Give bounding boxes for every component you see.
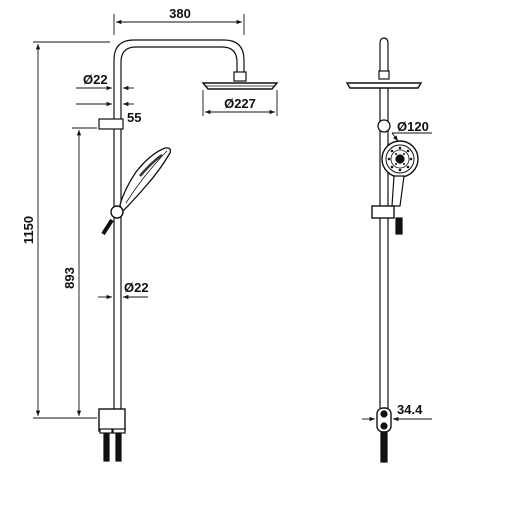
dim-pipe-diameter-low: Ø22 bbox=[124, 280, 149, 295]
front-view bbox=[98, 39, 279, 462]
head-connector bbox=[233, 71, 247, 82]
dim-pipe-diameter-top: Ø22 bbox=[83, 72, 108, 87]
side-dimensions bbox=[362, 132, 432, 422]
upper-bracket bbox=[98, 118, 124, 130]
mixer-body bbox=[98, 408, 126, 432]
hand-shower-handle bbox=[391, 175, 405, 207]
riser-pipe-inner bbox=[120, 46, 238, 120]
dim-hand-shower-diameter: Ø120 bbox=[397, 119, 429, 134]
dim-bar-height: 893 bbox=[62, 267, 77, 289]
side-riser-top bbox=[379, 37, 389, 72]
hand-shower bbox=[119, 147, 172, 214]
dim-total-height: 1150 bbox=[21, 216, 36, 244]
dim-offset: 55 bbox=[127, 110, 141, 125]
dim-head-diameter: Ø227 bbox=[224, 96, 256, 111]
dim-top-width: 380 bbox=[169, 6, 191, 21]
side-overhead-head bbox=[345, 82, 423, 89]
holder-knob bbox=[110, 205, 124, 219]
riser-pipe bbox=[113, 39, 245, 120]
dim-inlet-width: 34.4 bbox=[397, 402, 423, 417]
side-view bbox=[345, 37, 423, 463]
hose-stub bbox=[101, 218, 114, 236]
side-holder bbox=[371, 205, 395, 219]
side-upper-joint bbox=[377, 119, 391, 133]
front-dimensions bbox=[33, 14, 278, 419]
